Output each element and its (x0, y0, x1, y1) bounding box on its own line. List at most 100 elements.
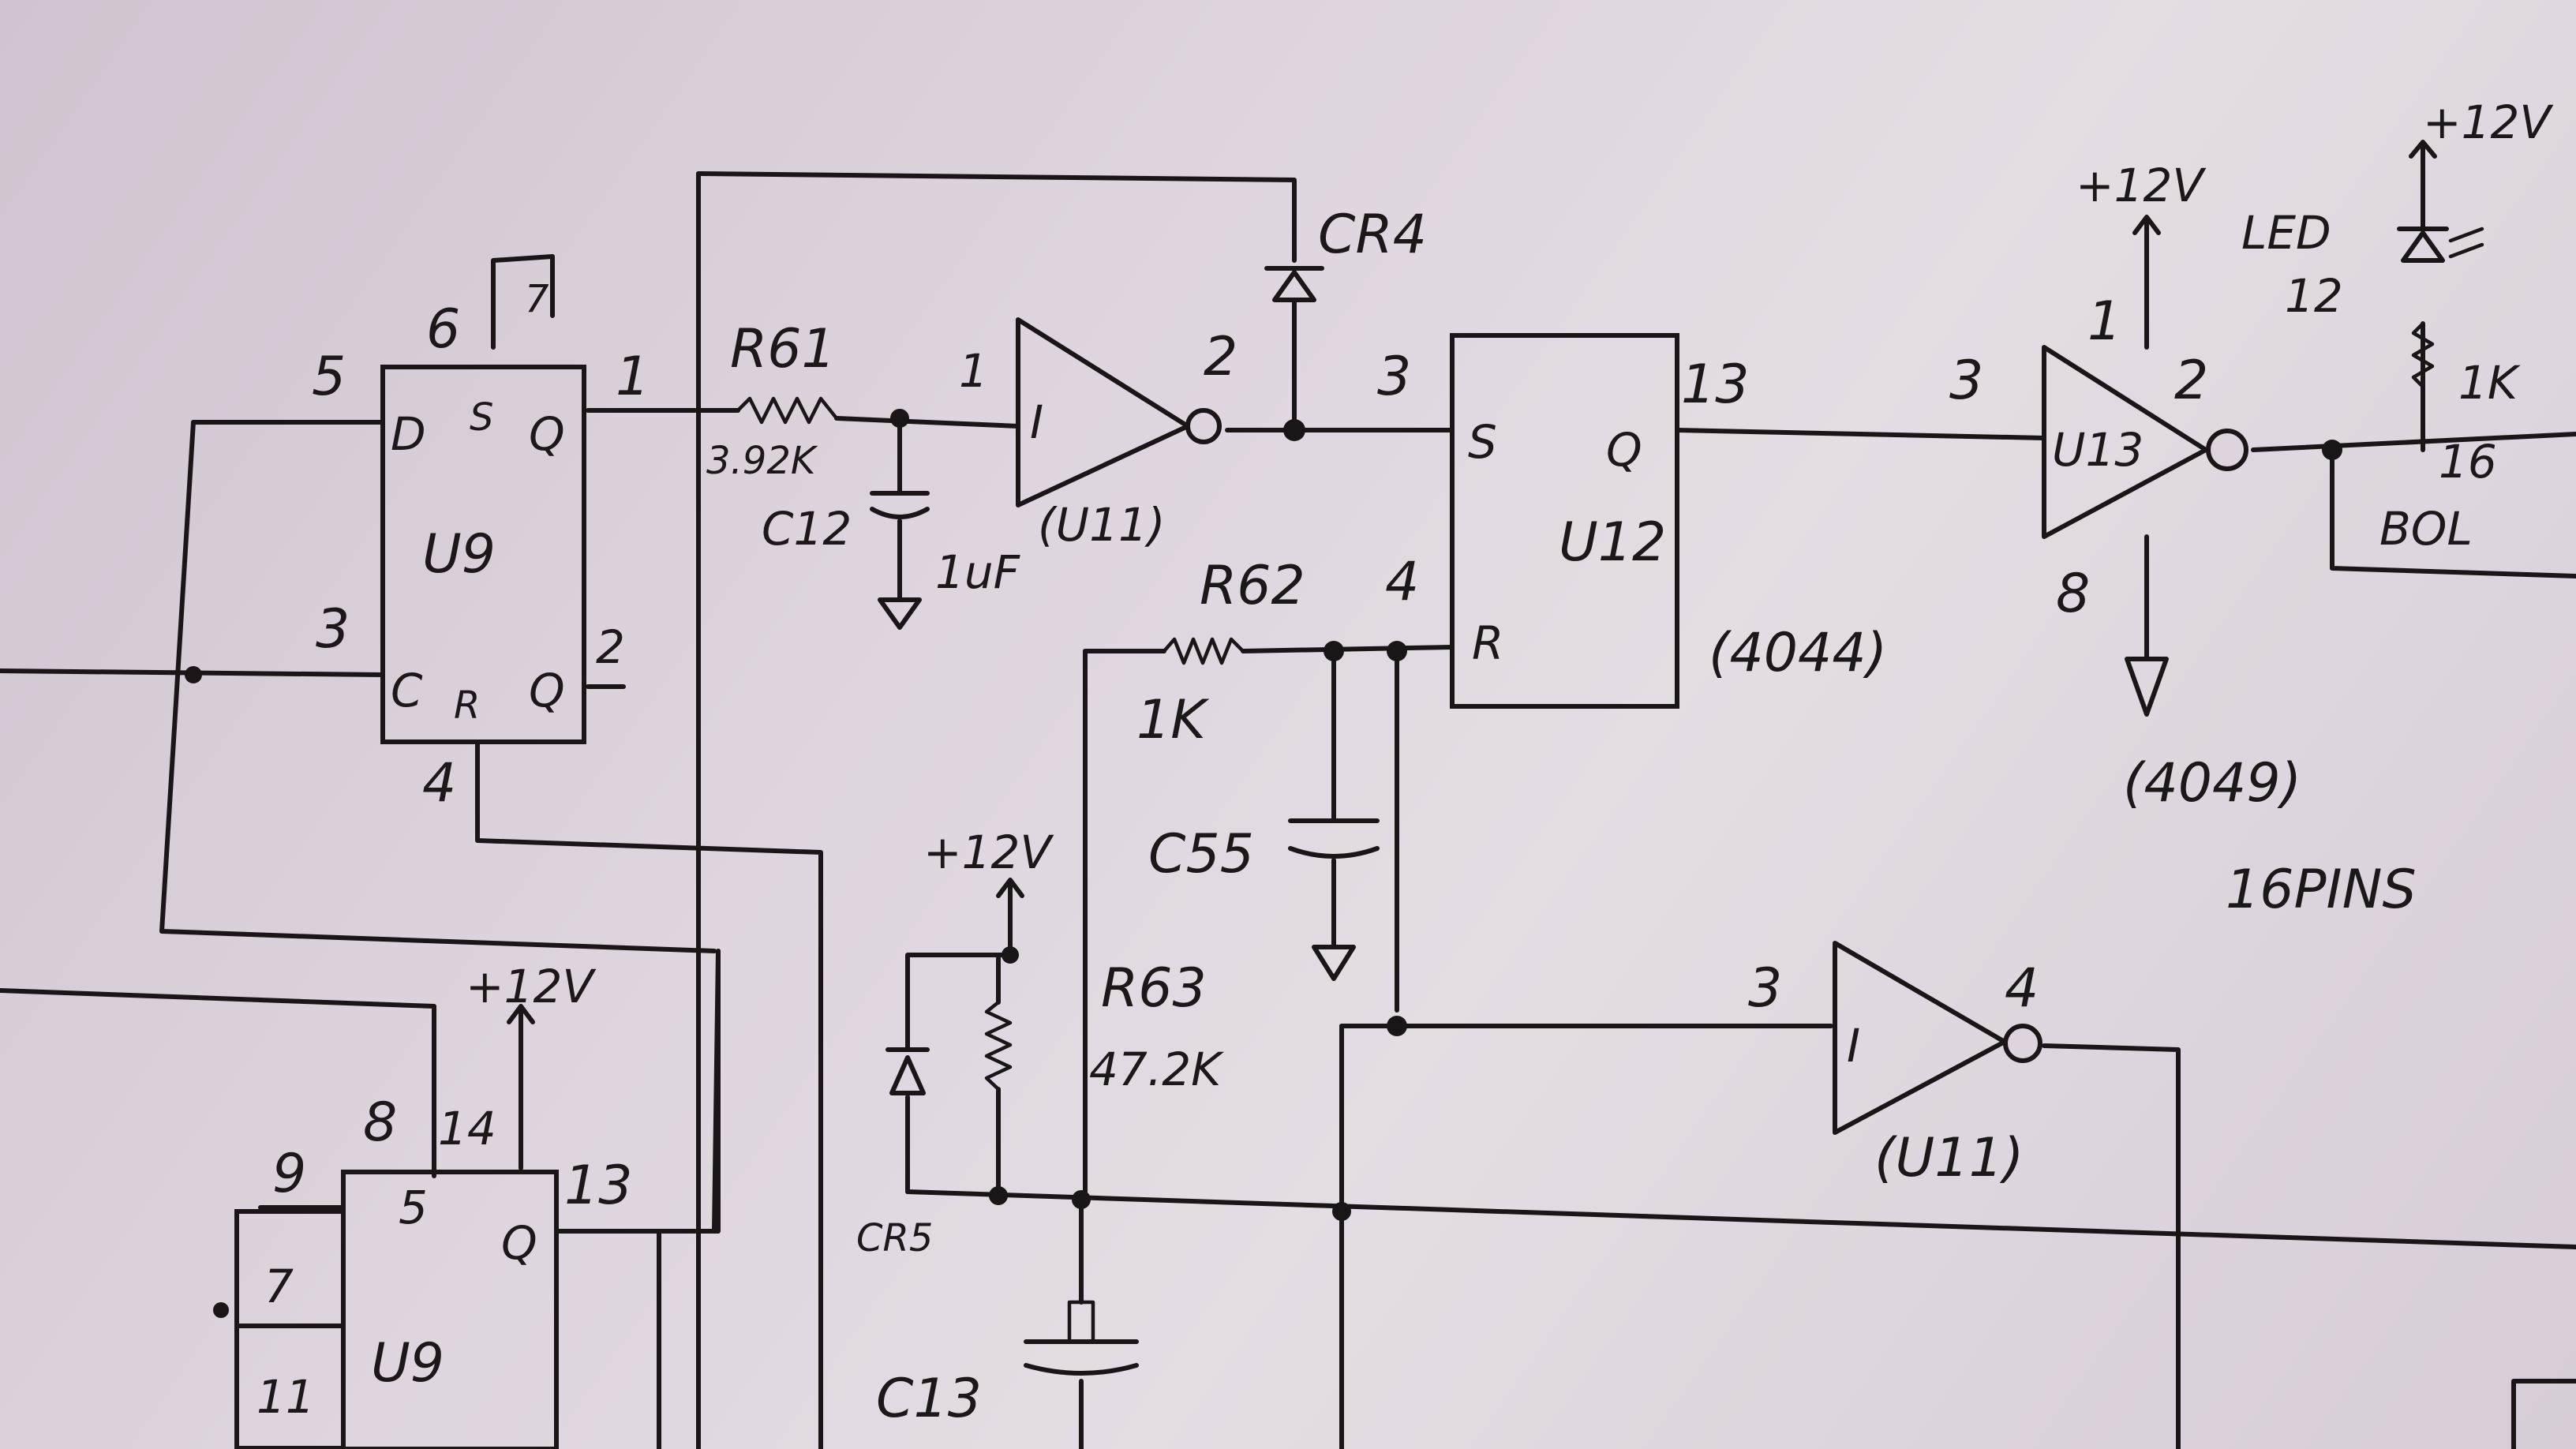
r63-power-arrow-icon (996, 878, 1024, 910)
u11-bottom-name: (U11) (1874, 1127, 2024, 1189)
u11-bottom-pin-out: 4 (2005, 957, 2039, 1020)
u9-top-pin-s-label: 6 (426, 298, 460, 361)
wire-r62-right (1241, 645, 1455, 653)
junction-dot (1283, 419, 1305, 441)
u11-top-pin-in: 1 (959, 344, 988, 398)
u12-inner-q: Q (1606, 423, 1642, 477)
u11-top-symbol: I (1030, 395, 1043, 449)
u9-bottom-pin-a: 8 (363, 1091, 397, 1154)
u11-top-name: (U11) (1038, 498, 1166, 552)
u11-bottom-symbol: I (1847, 1019, 1860, 1073)
u9-top-inner-s: S (470, 395, 493, 440)
junction-dot (989, 1186, 1008, 1205)
u11-bottom-bubble (2003, 1024, 2042, 1063)
u13-pins-note: 16PINS (2226, 859, 2417, 921)
u12-name: U12 (1559, 511, 1666, 574)
wire-lower-u9-rail (712, 949, 721, 1234)
junction-dot (1387, 1016, 1407, 1036)
u9-bottom-power-label: +12V (466, 960, 597, 1013)
wire-u13-out (2251, 432, 2576, 452)
u12-body (1450, 333, 1679, 709)
u9-top-pin-c-label: 3 (316, 598, 350, 661)
u13-part: (4049) (2123, 752, 2301, 814)
r62-value: 1K (1136, 689, 1210, 751)
led-pin-label: 16 (2439, 435, 2497, 489)
wire-u9-s (491, 254, 555, 350)
led-resistor-symbol (2411, 321, 2435, 389)
c55-capacitor-symbol (1288, 818, 1380, 859)
wire-cr5-top (905, 905, 1013, 1052)
u12-inner-s: S (1468, 415, 1497, 469)
r63-power-label: +12V (923, 826, 1054, 879)
led-power-label: +12V (2423, 95, 2554, 149)
junction-dots (185, 409, 2342, 1318)
led-r-value: 1K (2458, 356, 2521, 410)
u9-top-inner-q: Q (529, 407, 565, 461)
u9-bottom-pin-9: 9 (272, 1143, 306, 1205)
u13-inverter-symbol (2042, 345, 2208, 539)
u9-top-pin-r-label: 4 (422, 752, 456, 814)
u13-pin-vdd: 1 (2087, 290, 2121, 353)
r61-resistor-symbol (736, 396, 839, 425)
c13-body (1067, 1300, 1095, 1344)
r61-value: 3.92K (706, 439, 818, 483)
u9-bottom-inner-q: Q (501, 1216, 537, 1270)
u11-top-inverter-symbol (1016, 317, 1190, 507)
u13-pin-in: 3 (1949, 350, 1983, 412)
cr4-diode-symbol (1264, 266, 1324, 302)
u9-top-name: U9 (422, 523, 496, 586)
r63-value: 47.2K (1089, 1043, 1224, 1096)
wire-u12-u13 (1675, 428, 2046, 440)
u9-bottom-pin-7: 7 (264, 1260, 294, 1313)
u9-top-pin-d-label: 5 (312, 346, 346, 408)
u13-name: U13 (2052, 423, 2144, 477)
wire-u9-r (475, 739, 823, 1449)
r62-label: R62 (1200, 555, 1305, 617)
r62-resistor-symbol (1162, 637, 1245, 665)
u9-bottom-pin-5: 5 (399, 1181, 428, 1234)
wire-top-loop (696, 171, 1297, 263)
u11-top-pin-out: 2 (1204, 326, 1237, 388)
u9-bottom-power-arrow-icon (507, 1004, 535, 1028)
u9-bottom-subblock (234, 1209, 346, 1449)
u13-pin-gnd: 8 (2056, 563, 2090, 625)
u11-top-bubble (1185, 408, 1222, 444)
c55-ground-icon (1312, 945, 1356, 981)
c12-label: C12 (762, 502, 852, 556)
u11-bottom-inverter-symbol (1833, 941, 2007, 1135)
r61-label: R61 (730, 318, 836, 380)
u9-bottom-pin-11: 11 (256, 1370, 315, 1424)
wire-left-loop (159, 420, 717, 953)
u12-pin-r-label: 4 (1385, 551, 1419, 613)
u12-inner-r: R (1472, 616, 1503, 670)
led-ref: 12 (2285, 269, 2343, 323)
u11-bottom-pin-in: 3 (1748, 957, 1782, 1020)
junction-dot (1072, 1190, 1091, 1209)
junction-dot (890, 409, 909, 428)
u12-pin-q-label: 13 (1681, 354, 1750, 416)
u12-part: (4044) (1709, 622, 1887, 684)
c12-value: 1uF (935, 545, 1021, 599)
junction-dot (1332, 1202, 1351, 1221)
wire-bol (2330, 447, 2576, 578)
led-label: LED (2241, 206, 2331, 260)
u9-top-inner-d: D (391, 407, 426, 461)
junction-dot (2322, 440, 2342, 460)
led-conn-label: BOL (2379, 502, 2473, 556)
u9-top-pin-qbar-label: 2 (596, 620, 625, 674)
junction-dot (213, 1302, 229, 1318)
c13-label: C13 (876, 1368, 982, 1430)
u9-bottom-pin-b: 14 (438, 1102, 496, 1155)
wire-lower-long (905, 1189, 2576, 1249)
led-diode-symbol (2397, 227, 2449, 263)
u9-top-tie-pin-label: 7 (525, 277, 549, 321)
wire-br-box (2511, 1379, 2576, 1449)
u12-pin-s-label: 3 (1377, 346, 1411, 408)
u9-top-pin-q-label: 1 (616, 346, 650, 408)
led-power-arrow-icon (2409, 140, 2437, 160)
u9-bottom-pin-q: 13 (564, 1155, 633, 1217)
u9-top-inner-r: R (454, 683, 480, 728)
c12-ground-icon (878, 597, 922, 630)
